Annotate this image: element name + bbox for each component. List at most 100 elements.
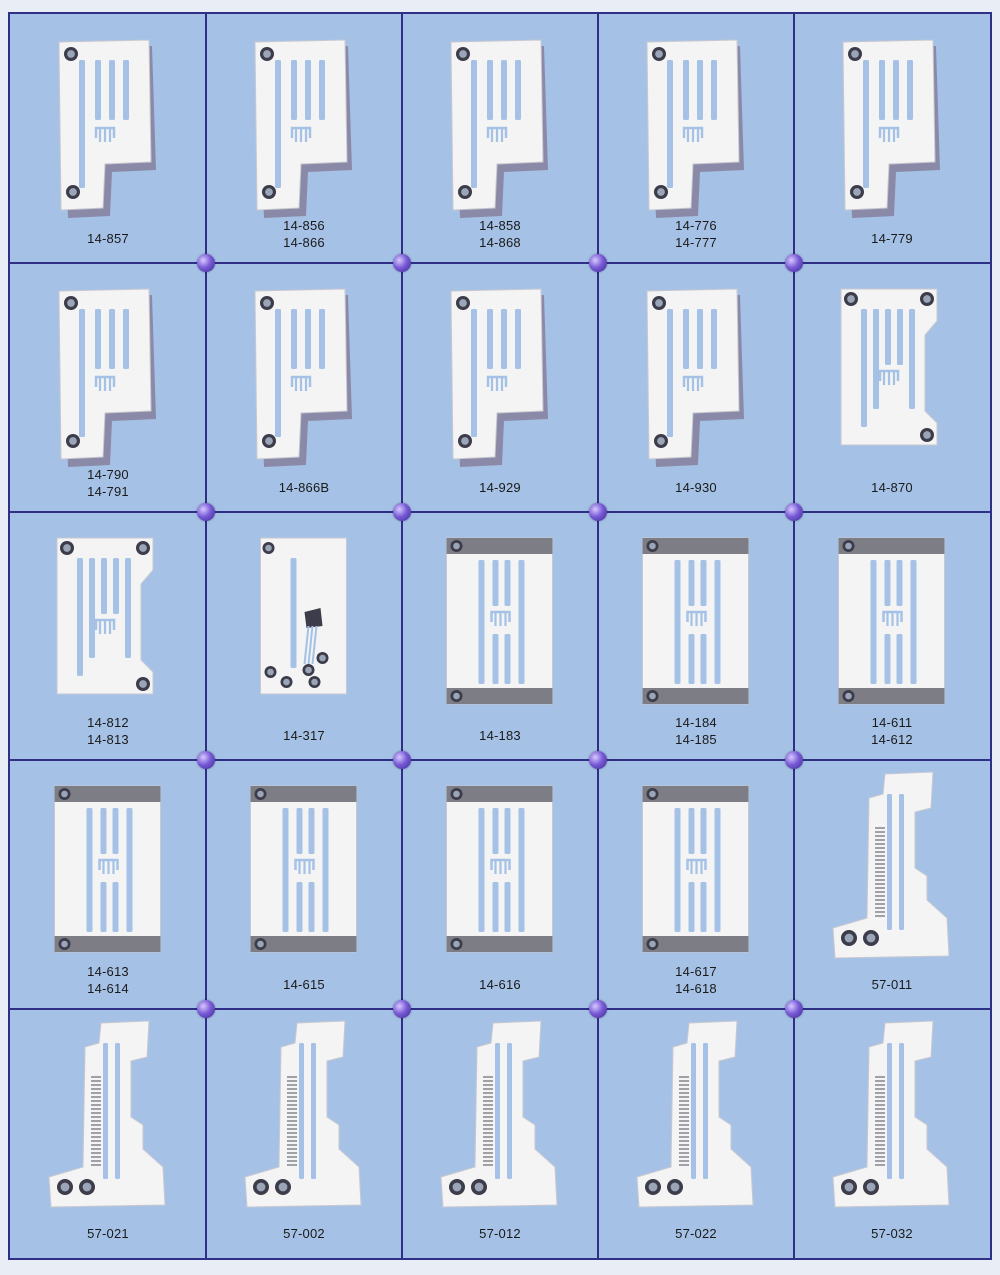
grid-joint-bead (197, 253, 215, 272)
part-number: 14-317 (283, 728, 325, 744)
part-cell-57-022[interactable]: 57-022 (598, 1009, 794, 1258)
part-cell-57-012[interactable]: 57-012 (402, 1009, 598, 1258)
needle-slot (691, 1043, 696, 1180)
needle-slot (113, 557, 119, 614)
part-cell-14-870[interactable]: 14-870 (794, 263, 990, 512)
needle-plate-image (53, 534, 163, 699)
part-cell-14-929[interactable]: 14-929 (402, 263, 598, 512)
part-number: 14-779 (871, 230, 913, 246)
needle-slot (507, 1043, 512, 1180)
needle-slot (291, 308, 297, 369)
needle-slot (495, 1043, 500, 1180)
part-number: 57-032 (871, 1225, 913, 1241)
needle-slot (873, 308, 879, 409)
part-number: 14-812 (87, 715, 129, 731)
needle-slot (123, 60, 129, 120)
needle-slot (897, 308, 903, 365)
grid-joint-bead (197, 751, 215, 770)
needle-plate-image (257, 534, 352, 699)
needle-slot (697, 308, 703, 369)
grid-line-horizontal (10, 510, 990, 513)
part-cell-14-779[interactable]: 14-779 (794, 14, 990, 263)
part-cell-57-032[interactable]: 57-032 (794, 1009, 990, 1258)
needle-slot (291, 60, 297, 120)
part-number: 14-790 (87, 466, 129, 482)
needle-slot (79, 308, 85, 437)
part-number: 14-777 (675, 234, 717, 250)
needle-plate-image (53, 285, 163, 470)
needle-slot (688, 633, 695, 684)
top-band (54, 786, 161, 803)
needle-slot (296, 882, 303, 933)
needle-slot (667, 308, 673, 437)
needle-slot (697, 60, 703, 120)
needle-slot (123, 308, 129, 369)
needle-slot (714, 808, 721, 933)
needle-slot (95, 308, 101, 369)
grid-joint-bead (197, 502, 215, 521)
needle-slot (100, 808, 107, 855)
needle-slot (885, 308, 891, 365)
needle-plate-image (51, 782, 166, 957)
grid-joint-bead (785, 502, 803, 521)
needle-slot (896, 633, 903, 684)
part-number-label: 57-032 (794, 1225, 990, 1242)
top-band (446, 537, 553, 554)
needle-slot (487, 60, 493, 120)
part-cell-14-615[interactable]: 14-615 (206, 760, 402, 1009)
needle-slot (101, 557, 107, 614)
grid-line-horizontal (10, 759, 990, 762)
part-number: 14-856 (283, 217, 325, 233)
part-cell-14-857[interactable]: 14-857 (10, 14, 206, 263)
needle-slot (893, 60, 899, 120)
needle-slot (501, 60, 507, 120)
part-number-label: 14-929 (402, 479, 598, 496)
needle-slot (275, 60, 281, 188)
part-cell-14-616[interactable]: 14-616 (402, 760, 598, 1009)
needle-slot (683, 308, 689, 369)
needle-slot (688, 808, 695, 855)
grid-joint-bead (197, 1000, 215, 1019)
needle-plate-image (443, 534, 558, 709)
part-number-label: 57-002 (206, 1225, 402, 1242)
part-cell-14-183[interactable]: 14-183 (402, 512, 598, 761)
part-number: 14-791 (87, 483, 129, 499)
grid-joint-bead (589, 502, 607, 521)
needle-slot (714, 559, 721, 684)
part-cell-14-317[interactable]: 14-317 (206, 512, 402, 761)
grid-joint-bead (393, 751, 411, 770)
needle-plate-image (639, 782, 754, 957)
part-number: 14-866 (283, 234, 325, 250)
presser-insert (304, 607, 323, 628)
part-cell-57-002[interactable]: 57-002 (206, 1009, 402, 1258)
part-cell-57-021[interactable]: 57-021 (10, 1009, 206, 1258)
part-number: 57-012 (479, 1225, 521, 1241)
part-number: 14-617 (675, 964, 717, 980)
needle-slot (899, 1043, 904, 1180)
needle-slot (109, 308, 115, 369)
part-number-label: 14-870 (794, 479, 990, 496)
part-cell-14-866b[interactable]: 14-866B (206, 263, 402, 512)
needle-slot (683, 60, 689, 120)
grid-joint-bead (589, 751, 607, 770)
part-cell-14-930[interactable]: 14-930 (598, 263, 794, 512)
needle-plate-image (445, 285, 555, 470)
part-number: 14-613 (87, 964, 129, 980)
needle-plate-image (443, 782, 558, 957)
needle-slot (700, 559, 707, 606)
needle-plate-image (249, 285, 359, 470)
part-cell-57-011[interactable]: 57-011 (794, 760, 990, 1009)
needle-slot (305, 60, 311, 120)
needle-slot (700, 633, 707, 684)
